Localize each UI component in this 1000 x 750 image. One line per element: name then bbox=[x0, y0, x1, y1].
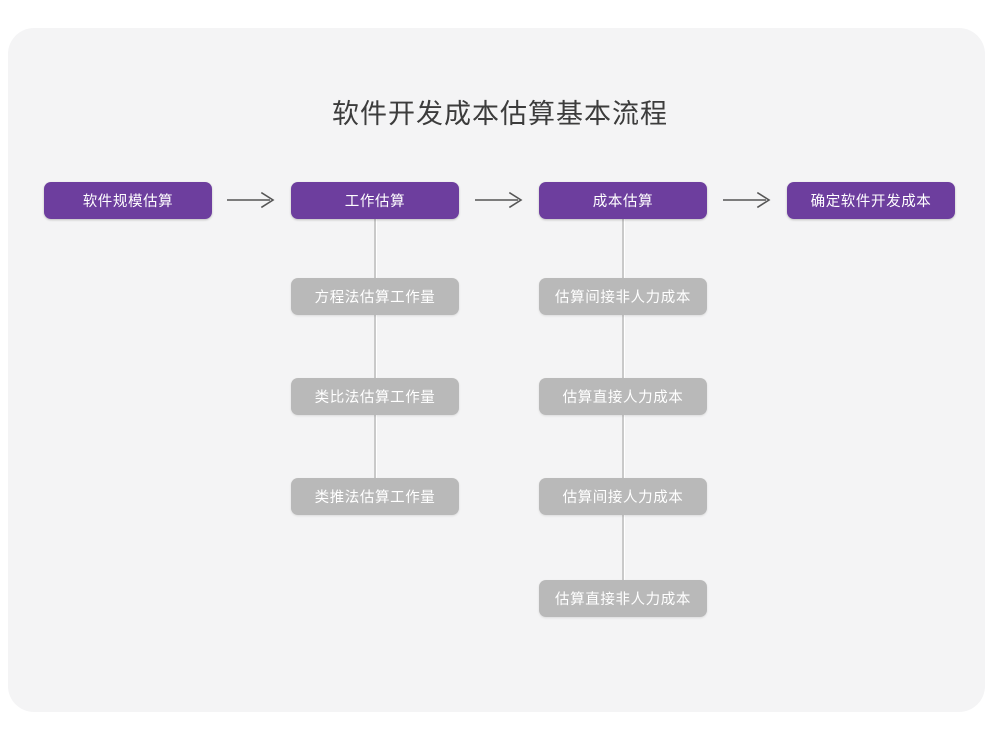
flow-subnode-label: 估算间接非人力成本 bbox=[555, 290, 691, 306]
arrow-right-icon bbox=[474, 190, 526, 210]
flow-node-step-4[interactable]: 确定软件开发成本 bbox=[787, 182, 955, 219]
flow-node-label: 软件规模估算 bbox=[82, 194, 174, 210]
flow-node-label: 确定软件开发成本 bbox=[810, 194, 932, 210]
flow-subnode-step-2-sub-2[interactable]: 类比法估算工作量 bbox=[291, 378, 459, 415]
flow-node-step-2[interactable]: 工作估算 bbox=[291, 182, 459, 219]
diagram-card bbox=[8, 28, 985, 712]
flow-subnode-step-3-sub-3[interactable]: 估算间接人力成本 bbox=[539, 478, 707, 515]
flow-subnode-label: 类比法估算工作量 bbox=[314, 390, 436, 406]
flow-subnode-step-2-sub-1[interactable]: 方程法估算工作量 bbox=[291, 278, 459, 315]
page-title: 软件开发成本估算基本流程 bbox=[332, 99, 668, 129]
flow-node-step-1[interactable]: 软件规模估算 bbox=[44, 182, 212, 219]
arrow-right-icon bbox=[226, 190, 278, 210]
flow-subnode-step-2-sub-3[interactable]: 类推法估算工作量 bbox=[291, 478, 459, 515]
flow-node-label: 成本估算 bbox=[592, 194, 654, 210]
flow-subnode-label: 类推法估算工作量 bbox=[314, 490, 436, 506]
flow-subnode-label: 估算间接人力成本 bbox=[562, 490, 684, 506]
flow-subnode-label: 估算直接人力成本 bbox=[562, 390, 684, 406]
flow-subnode-label: 方程法估算工作量 bbox=[314, 290, 436, 306]
flow-subnode-step-3-sub-1[interactable]: 估算间接非人力成本 bbox=[539, 278, 707, 315]
flow-subnode-step-3-sub-4[interactable]: 估算直接非人力成本 bbox=[539, 580, 707, 617]
flow-node-step-3[interactable]: 成本估算 bbox=[539, 182, 707, 219]
flow-node-label: 工作估算 bbox=[344, 194, 406, 210]
arrow-right-icon bbox=[722, 190, 774, 210]
flow-subnode-label: 估算直接非人力成本 bbox=[555, 592, 691, 608]
connector-step-2 bbox=[374, 219, 376, 499]
flow-subnode-step-3-sub-2[interactable]: 估算直接人力成本 bbox=[539, 378, 707, 415]
